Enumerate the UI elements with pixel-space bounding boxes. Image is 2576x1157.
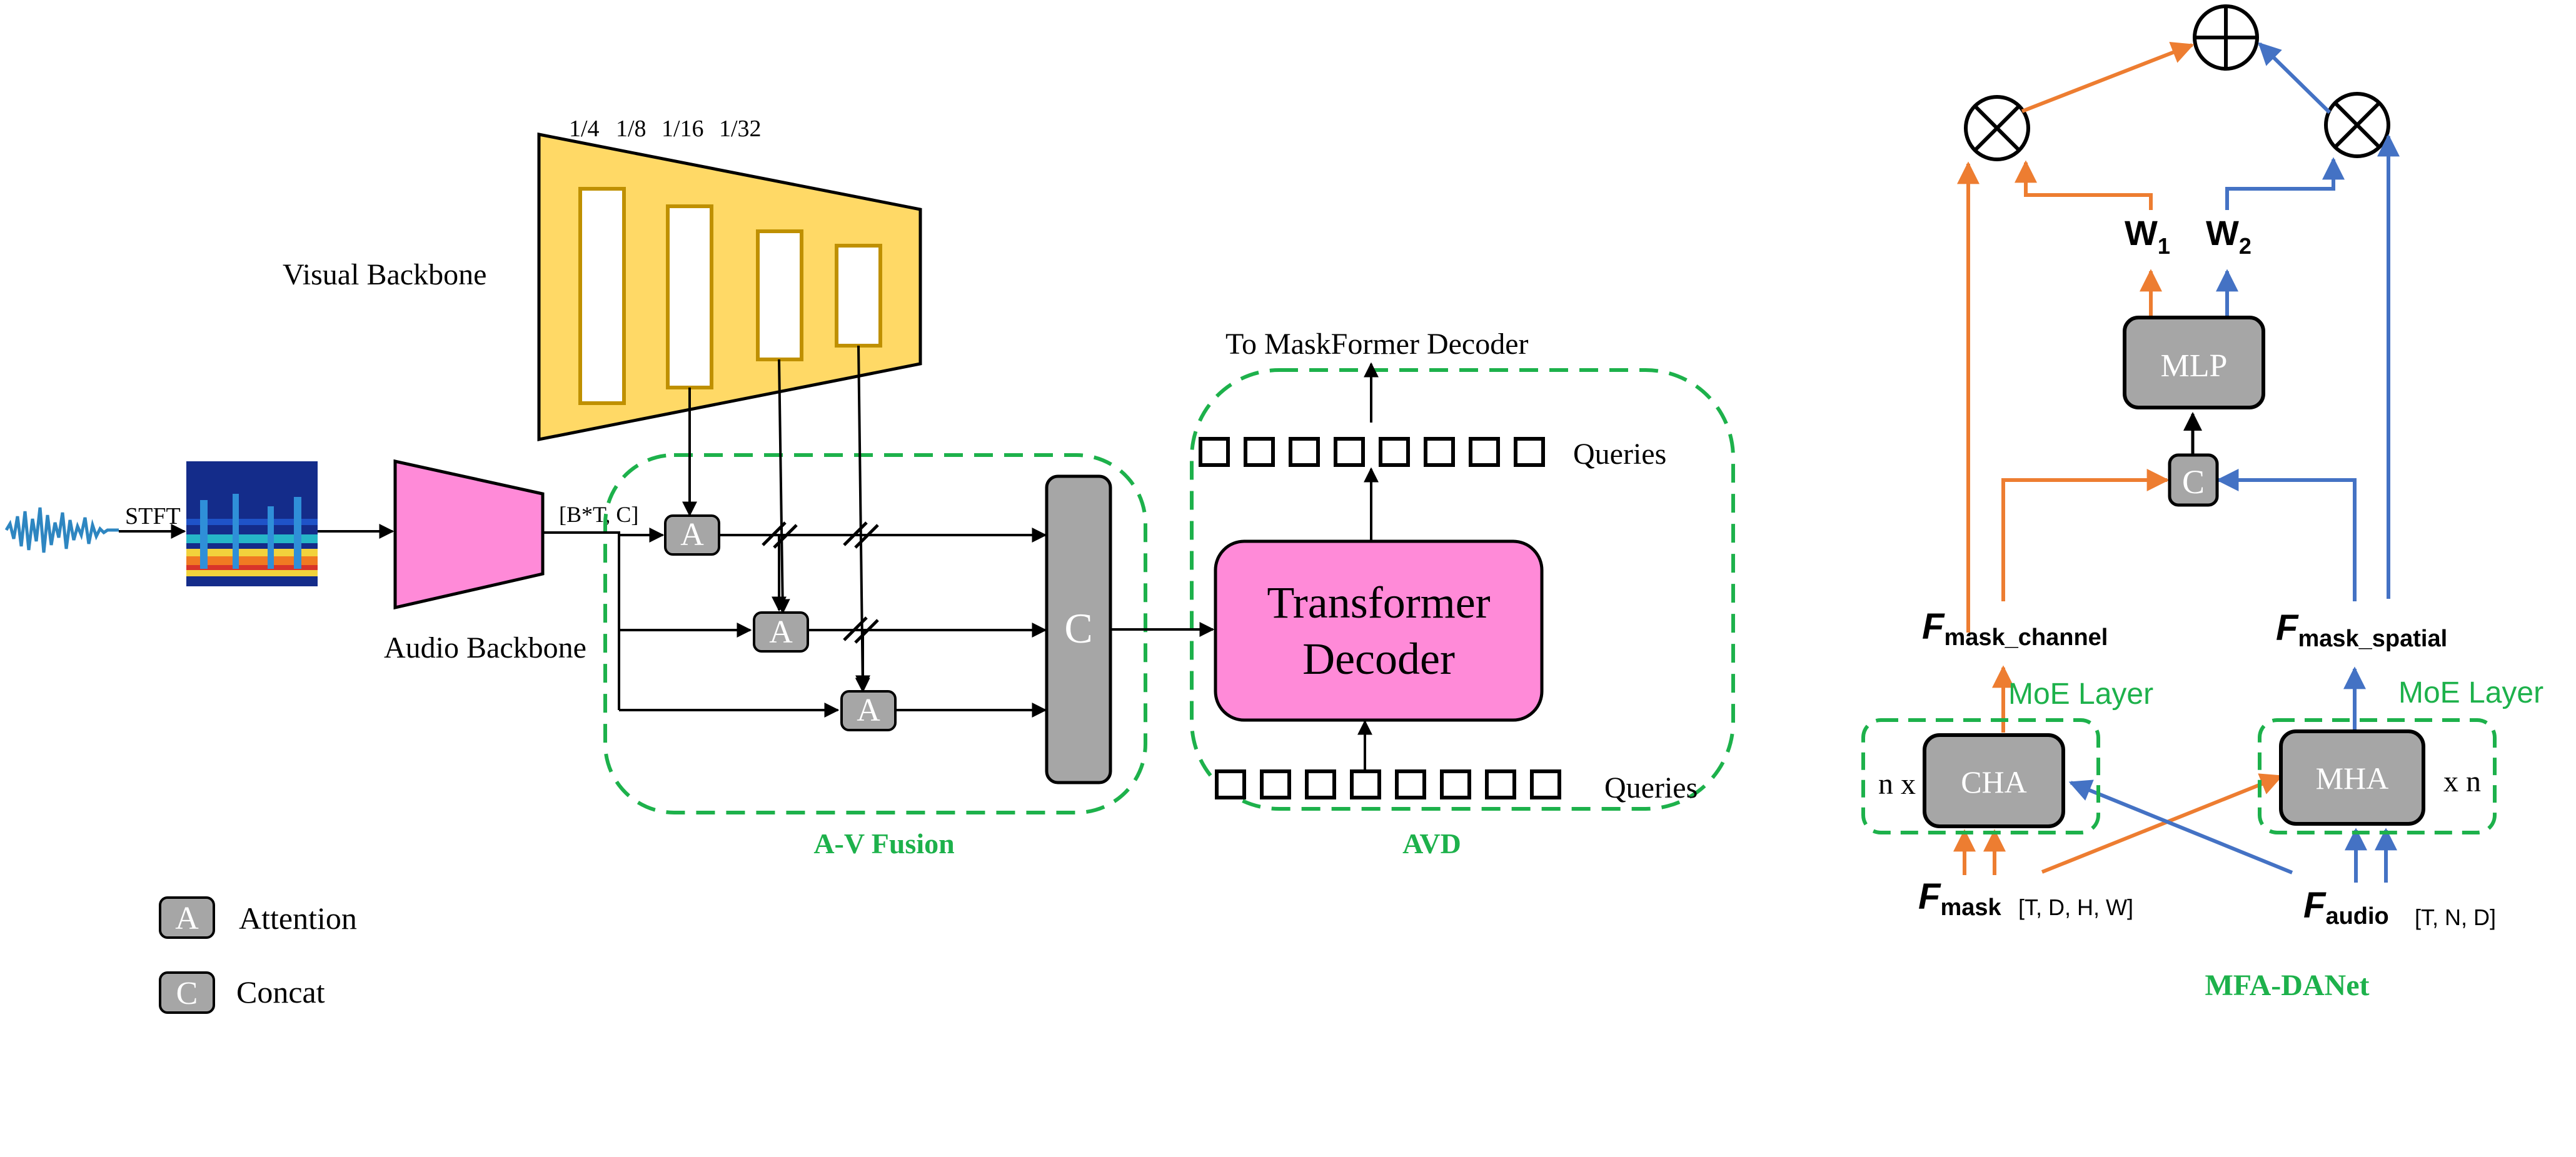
attention-node-2 bbox=[753, 611, 809, 653]
avd-title: AVD bbox=[1402, 828, 1461, 859]
mfa-danet: C MLP W1 W2 Fmask_channel Fmask_spatial … bbox=[1861, 4, 2543, 1002]
cha-label: CHA bbox=[1961, 764, 2027, 799]
mfa-danet-title: MFA-DANet bbox=[2205, 969, 2370, 1002]
scale-label-1-32: 1/32 bbox=[719, 116, 762, 142]
visual-backbone: 1/4 1/8 1/16 1/32 Visual Backbone bbox=[283, 116, 922, 442]
input-queries-label: Queries bbox=[1604, 771, 1698, 804]
arrow-spatial-to-concat bbox=[2216, 469, 2357, 601]
mfa-concat-label: C bbox=[2182, 463, 2205, 501]
visual-backbone-trapezoid bbox=[537, 132, 922, 442]
arrow-mult-right-to-sum bbox=[2258, 42, 2332, 114]
f-mask-shape-label: [T, D, H, W] bbox=[2018, 894, 2133, 920]
concat-block-label: C bbox=[1064, 604, 1092, 652]
legend-attention-symbol: A bbox=[175, 901, 199, 936]
transformer-decoder bbox=[1214, 539, 1544, 722]
arrow-w1-to-mult bbox=[2015, 160, 2153, 210]
legend-concat-swatch bbox=[159, 971, 215, 1014]
avd-dashed-border bbox=[1190, 368, 1735, 811]
transformer-decoder-line-1: Transformer bbox=[1267, 578, 1490, 628]
scale-label-1-16: 1/16 bbox=[662, 116, 704, 142]
feature-map-1-8 bbox=[666, 204, 713, 389]
mlp-block bbox=[2123, 316, 2265, 409]
w2-label: W2 bbox=[2206, 213, 2251, 259]
sum-node bbox=[2193, 4, 2259, 71]
avd: Transformer Decoder Queries Queries bbox=[1110, 328, 1735, 859]
av-fusion-dashed-border bbox=[603, 453, 1147, 814]
audio-input: STFT Audio Backbone [B*T, C] bbox=[4, 459, 638, 664]
scale-label-1-4: 1/4 bbox=[569, 116, 600, 142]
feature-map-1-32 bbox=[835, 244, 882, 348]
crossing-marks bbox=[762, 521, 879, 644]
feature-map-1-16 bbox=[756, 229, 803, 361]
f-mask-channel-label: Fmask_channel bbox=[1922, 606, 2108, 651]
transformer-decoder-line-2: Decoder bbox=[1302, 634, 1455, 684]
w1-label: W1 bbox=[2125, 213, 2170, 259]
visual-backbone-label: Visual Backbone bbox=[283, 258, 486, 291]
spectrogram bbox=[186, 461, 318, 586]
audio-backbone-label: Audio Backbone bbox=[384, 631, 586, 664]
f-mask-spatial-label: Fmask_spatial bbox=[2276, 608, 2447, 652]
legend-attention-label: Attention bbox=[239, 901, 357, 936]
moe-layer-right-label: MoE Layer bbox=[2398, 676, 2543, 709]
audio-shape-label: [B*T, C] bbox=[559, 502, 638, 527]
multiply-node-left bbox=[1964, 95, 2030, 161]
stft-label: STFT bbox=[125, 503, 181, 529]
attention-node-3-label: A bbox=[857, 693, 880, 728]
input-queries bbox=[1215, 769, 1561, 799]
feature-map-1-4 bbox=[578, 187, 626, 405]
legend-concat-label: Concat bbox=[236, 974, 325, 1009]
legend: A Attention C Concat bbox=[159, 896, 357, 1014]
f-mask-label: Fmask bbox=[1918, 876, 2001, 921]
x-n-label: x n bbox=[2443, 765, 2481, 798]
moe-layer-left-border bbox=[1861, 718, 2100, 834]
arrow-channel-to-concat bbox=[2001, 469, 2170, 601]
moe-layer-right-border bbox=[2258, 718, 2497, 834]
f-audio-shape-label: [T, N, D] bbox=[2415, 904, 2496, 930]
audio-feed-line bbox=[543, 531, 620, 710]
output-queries bbox=[1199, 437, 1545, 467]
audio-waveform bbox=[4, 507, 119, 553]
multiply-node-right bbox=[2324, 92, 2390, 158]
mha-block bbox=[2279, 729, 2425, 826]
cha-block bbox=[1923, 733, 2065, 828]
attention-node-2-label: A bbox=[769, 614, 793, 650]
arrow-visual-1-16-down bbox=[775, 359, 790, 614]
audio-backbone-trapezoid bbox=[393, 459, 545, 610]
f-audio-label: Faudio bbox=[2303, 885, 2389, 929]
legend-concat-symbol: C bbox=[176, 976, 198, 1011]
mha-label: MHA bbox=[2316, 761, 2389, 796]
arrow-mult-left-to-sum bbox=[2021, 41, 2195, 113]
arrow-mask-to-mha bbox=[2041, 773, 2283, 874]
av-fusion-title: A-V Fusion bbox=[813, 828, 954, 859]
moe-layer-left-label: MoE Layer bbox=[2008, 678, 2153, 711]
n-x-label: n x bbox=[1878, 768, 1916, 801]
mfa-concat-node bbox=[2168, 453, 2219, 507]
av-fusion: A A A C A-V Fusion bbox=[543, 345, 1147, 859]
arrow-audio-to-cha bbox=[2068, 779, 2293, 874]
legend-attention-swatch bbox=[159, 896, 215, 939]
mlp-label: MLP bbox=[2161, 348, 2228, 384]
to-maskformer-label: To MaskFormer Decoder bbox=[1225, 328, 1529, 361]
output-queries-label: Queries bbox=[1573, 438, 1666, 471]
attention-node-1-label: A bbox=[680, 517, 704, 553]
scale-label-1-8: 1/8 bbox=[616, 116, 647, 142]
arrow-w2-to-mult bbox=[2225, 157, 2345, 210]
